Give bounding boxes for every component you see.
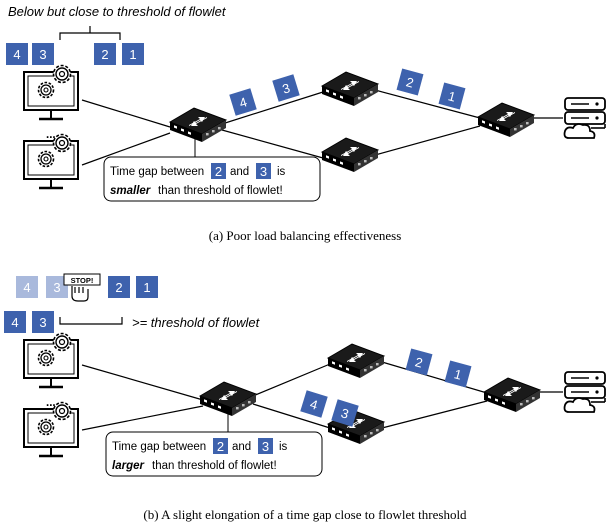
packet-queue-b-top: 2 1 bbox=[108, 276, 158, 298]
packet-queue-b-bottom: 4 3 bbox=[4, 311, 54, 333]
threshold-note-a: Below but close to threshold of flowlet bbox=[8, 4, 227, 19]
callout-suffix: than threshold of flowlet! bbox=[158, 185, 283, 197]
callout-a: Time gap between 2 and 3 is smaller than… bbox=[103, 156, 321, 202]
callout-and: and bbox=[232, 441, 251, 453]
switch-icon bbox=[169, 107, 227, 143]
packet bbox=[122, 43, 144, 65]
packet-label: 3 bbox=[339, 405, 350, 421]
packet-label: 1 bbox=[452, 366, 463, 382]
callout-prefix: Time gap between bbox=[112, 441, 206, 453]
links-a bbox=[81, 89, 563, 166]
callout-emph: smaller bbox=[110, 185, 151, 197]
callout-is: is bbox=[279, 441, 288, 453]
callout-suffix: than threshold of flowlet! bbox=[152, 460, 277, 472]
bracket-a bbox=[59, 32, 121, 40]
packet bbox=[94, 43, 116, 65]
packet bbox=[6, 43, 28, 65]
ellipsis-b: ... bbox=[46, 397, 56, 409]
packet-label: 1 bbox=[446, 88, 457, 104]
server-icon bbox=[563, 97, 606, 139]
packet-label: 2 bbox=[413, 354, 424, 370]
faded-packets-b: 4 3 bbox=[16, 276, 68, 298]
packet-label: 1 bbox=[129, 47, 136, 62]
computer-gear-icon bbox=[22, 401, 80, 458]
links-b bbox=[81, 361, 563, 431]
threshold-note-b: >= threshold of flowlet bbox=[132, 315, 261, 330]
link-packets-a-upper: 4 3 bbox=[229, 74, 300, 116]
packet-label: 4 bbox=[308, 396, 319, 412]
packet-label: 3 bbox=[262, 439, 269, 454]
packet-label: 3 bbox=[280, 80, 291, 96]
packet-queue-a: 4 3 2 1 bbox=[6, 43, 144, 65]
server-icon bbox=[563, 371, 606, 413]
packet-label: 3 bbox=[39, 47, 46, 62]
caption-b: (b) A slight elongation of a time gap cl… bbox=[143, 507, 467, 522]
stop-hand-icon: STOP! bbox=[63, 273, 101, 302]
switch-icon bbox=[321, 137, 379, 173]
packet-label: 4 bbox=[237, 94, 248, 110]
link-packets-b-upper: 2 1 bbox=[405, 348, 472, 388]
packet-label: 3 bbox=[39, 315, 46, 330]
callout-prefix: Time gap between bbox=[110, 166, 204, 178]
packet-label: 3 bbox=[260, 164, 267, 179]
computer-gear-icon bbox=[22, 133, 80, 190]
packet-label: 2 bbox=[115, 280, 122, 295]
packet bbox=[46, 276, 68, 298]
link-packets-a-right: 2 1 bbox=[396, 68, 466, 110]
packet bbox=[32, 43, 54, 65]
link-packets-b-lower: 4 3 bbox=[300, 390, 359, 427]
packet-label: 4 bbox=[13, 47, 20, 62]
panel-a: Below but close to threshold of flowlet … bbox=[6, 4, 606, 243]
packet-label: 2 bbox=[217, 439, 224, 454]
packet-label: 4 bbox=[23, 280, 30, 295]
panel-b: 4 3 STOP! 2 1 4 3 >= threshold of flowle… bbox=[4, 273, 606, 522]
stop-label: STOP! bbox=[71, 276, 94, 285]
switch-icon bbox=[483, 377, 541, 413]
packet bbox=[16, 276, 38, 298]
packet-label: 2 bbox=[404, 74, 415, 90]
packet-label: 4 bbox=[11, 315, 18, 330]
computer-gear-icon bbox=[22, 64, 80, 121]
packet-label: 1 bbox=[143, 280, 150, 295]
packet-label: 3 bbox=[53, 280, 60, 295]
computer-gear-icon bbox=[22, 332, 80, 389]
callout-and: and bbox=[230, 166, 249, 178]
caption-a: (a) Poor load balancing effectiveness bbox=[209, 228, 402, 243]
callout-is: is bbox=[277, 166, 286, 178]
packet-label: 2 bbox=[101, 47, 108, 62]
bracket-b bbox=[59, 317, 123, 325]
callout-b: Time gap between 2 and 3 is larger than … bbox=[105, 431, 323, 477]
packet-label: 2 bbox=[215, 164, 222, 179]
callout-emph: larger bbox=[112, 460, 144, 472]
switch-icon bbox=[477, 102, 535, 138]
switch-icon bbox=[327, 343, 385, 379]
switch-icon bbox=[321, 71, 379, 107]
ellipsis-a: ... bbox=[46, 129, 56, 141]
